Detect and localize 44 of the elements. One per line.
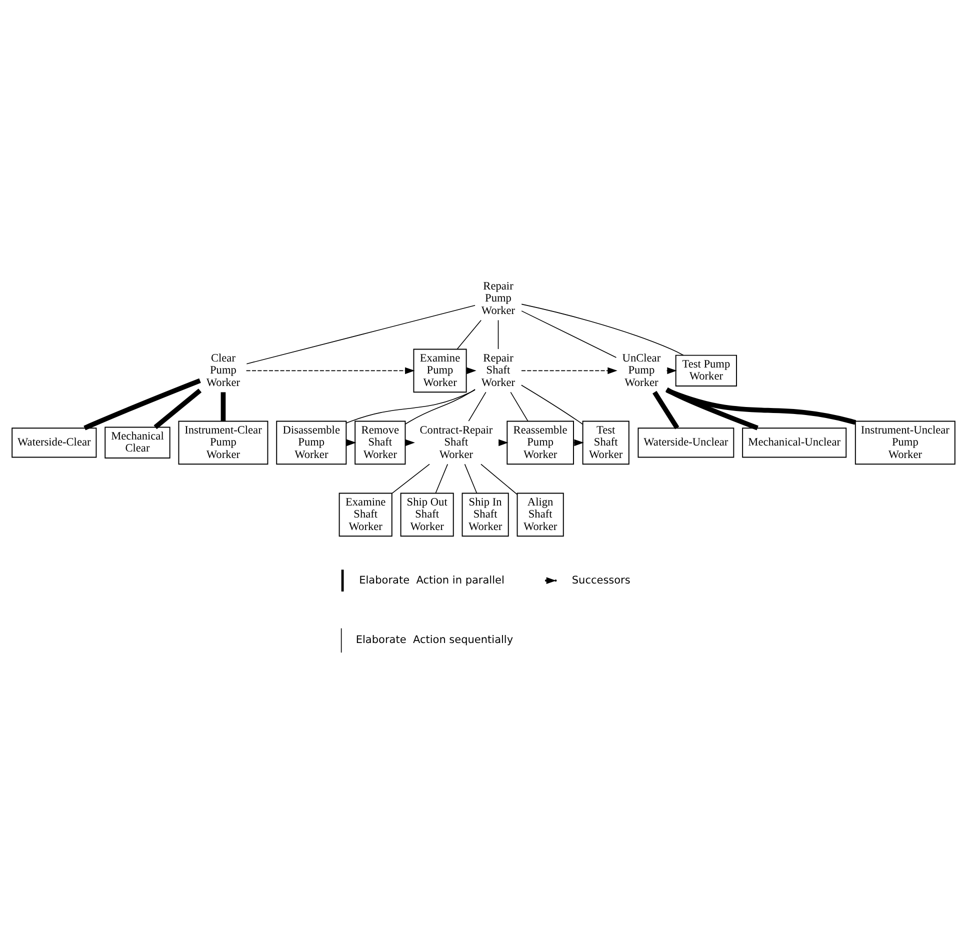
connector: [665, 387, 758, 430]
node-box: Waterside-Clear: [12, 428, 97, 458]
connector: [220, 392, 226, 422]
connector: [154, 388, 202, 430]
connector: [666, 388, 856, 425]
legend-label: Successors: [572, 574, 630, 586]
node-text: Repair Shaft Worker: [481, 352, 516, 389]
node-text: Repair Pump Worker: [481, 280, 516, 317]
connector: [468, 392, 486, 422]
connector: [84, 378, 201, 430]
node-text: UnClear Pump Worker: [622, 352, 661, 389]
connector: [510, 392, 528, 422]
arrow: [573, 439, 584, 446]
node-box: Mechanical-Unclear: [742, 428, 847, 458]
connector: [520, 384, 583, 425]
arrow: [246, 367, 415, 374]
arrow: [666, 367, 677, 374]
node-text: Contract-Repair Shaft Worker: [420, 424, 493, 461]
connector: [456, 320, 482, 350]
legend-label: Elaborate Action sequentially: [356, 634, 514, 646]
connector: [652, 390, 680, 430]
node-box: Mechanical Clear: [104, 426, 170, 459]
connector: [521, 304, 684, 356]
node-box: Align Shaft Worker: [516, 492, 564, 537]
node-box: Examine Shaft Worker: [338, 492, 392, 537]
arrow: [521, 367, 618, 374]
node-box: Test Shaft Worker: [582, 420, 630, 465]
connector: [480, 464, 518, 495]
node-box: Waterside-Unclear: [638, 428, 734, 458]
node-text: Clear Pump Worker: [206, 352, 240, 389]
connector: [405, 388, 476, 424]
connector: [435, 464, 448, 494]
node-box: Test Pump Worker: [675, 354, 737, 387]
connector: [498, 320, 499, 350]
node-box: Ship In Shaft Worker: [462, 492, 509, 537]
node-box: Ship Out Shaft Worker: [400, 492, 454, 537]
connector: [392, 464, 430, 494]
node-box: Instrument-Clear Pump Worker: [178, 420, 268, 465]
connector: [246, 305, 476, 364]
connector: [464, 464, 478, 494]
legend-label: Elaborate Action in parallel: [359, 574, 504, 586]
node-box: Instrument-Unclear Pump Worker: [854, 420, 956, 465]
connector: [521, 310, 617, 358]
connector: [346, 390, 476, 424]
